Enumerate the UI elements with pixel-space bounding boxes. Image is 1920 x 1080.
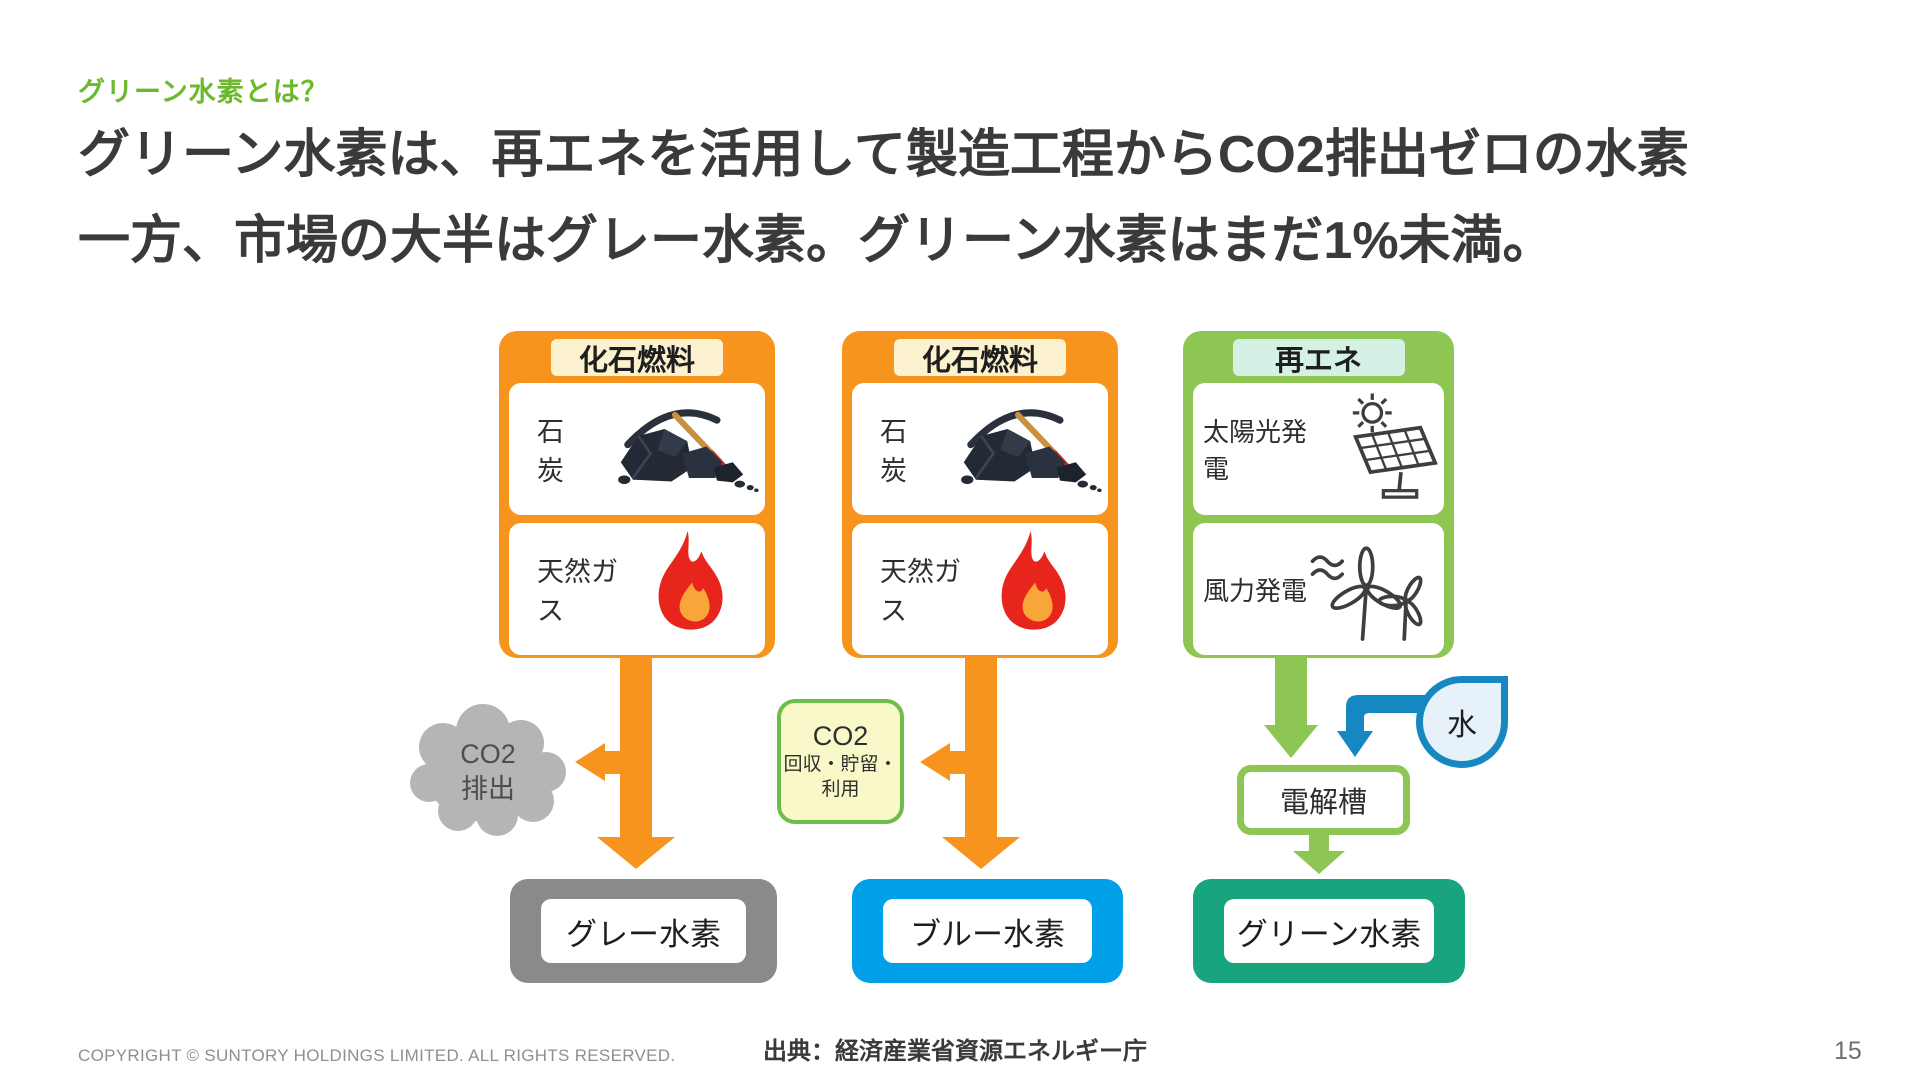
water-droplet: 水 [1416, 676, 1508, 768]
co2-emission-label: CO2 排出 [433, 737, 543, 807]
flow-arrow-grey-icon [560, 657, 700, 870]
column-header: 再エネ [1232, 339, 1405, 377]
row-wind: 風力発電 [1193, 523, 1444, 655]
column-green-hydrogen: 再エネ 太陽光発電 [1183, 331, 1454, 658]
solar-panel-icon [1313, 388, 1438, 510]
row-label: 天然ガス [537, 557, 618, 626]
column-grey-hydrogen: 化石燃料 石炭 天 [499, 331, 775, 658]
result-box-grey-hydrogen: グレー水素 [510, 879, 777, 983]
flow-arrow-blue-icon [905, 657, 1045, 870]
row-label: 天然ガス [880, 557, 961, 626]
flow-arrow-green-icon [1255, 655, 1330, 760]
electrolyzer-label: 電解槽 [1279, 787, 1367, 819]
row-coal: 石炭 [852, 383, 1108, 515]
flame-icon [980, 529, 1072, 649]
row-label: 太陽光発電 [1203, 417, 1308, 484]
copyright-notice: COPYRIGHT © SUNTORY HOLDINGS LIMITED. AL… [78, 1046, 676, 1065]
capture-line: 利用 [821, 779, 860, 800]
capture-line: 回収・貯留・ [783, 754, 898, 775]
result-box-blue-hydrogen: ブルー水素 [852, 879, 1123, 983]
row-label: 石炭 [880, 417, 907, 486]
water-label: 水 [1447, 709, 1477, 742]
row-natural-gas: 天然ガス [852, 523, 1108, 655]
capture-line: CO2 [812, 721, 869, 751]
result-box-green-hydrogen: グリーン水素 [1193, 879, 1465, 983]
column-header: 化石燃料 [894, 339, 1066, 377]
title-line-2: 一方、市場の大半はグレー水素。グリーン水素はまだ1%未満。 [78, 212, 1555, 270]
row-natural-gas: 天然ガス [509, 523, 765, 655]
co2-capture-box: CO2 回収・貯留・ 利用 [777, 699, 904, 824]
source-citation: 出典：経済産業省資源エネルギー庁 [763, 1038, 1147, 1065]
row-solar: 太陽光発電 [1193, 383, 1444, 515]
result-label: ブルー水素 [883, 899, 1092, 963]
electrolyzer-box: 電解槽 [1237, 765, 1410, 835]
page-number: 15 [1834, 1037, 1862, 1065]
row-label: 石炭 [537, 417, 564, 486]
co2-cloud-icon [405, 695, 570, 850]
coal-icon [584, 397, 759, 502]
result-label: グリーン水素 [1224, 899, 1434, 963]
row-coal: 石炭 [509, 383, 765, 515]
coal-icon [927, 397, 1102, 502]
flame-icon [637, 529, 729, 649]
column-header: 化石燃料 [551, 339, 723, 377]
title-line-1: グリーン水素は、再エネを活用して製造工程からCO2排出ゼロの水素 [78, 126, 1689, 184]
kicker: グリーン水素とは？ [78, 77, 329, 107]
column-blue-hydrogen: 化石燃料 石炭 天 [842, 331, 1118, 658]
water-inflow-arrow-icon [1330, 688, 1430, 760]
electrolyzer-output-arrow-icon [1293, 835, 1345, 875]
page-title: グリーン水素は、再エネを活用して製造工程からCO2排出ゼロの水素 一方、市場の大… [78, 112, 1689, 284]
emission-line: 排出 [461, 774, 515, 804]
co2-line: CO2 [460, 739, 516, 769]
result-label: グレー水素 [541, 899, 746, 963]
wind-turbine-icon [1307, 533, 1432, 645]
row-label: 風力発電 [1203, 575, 1308, 606]
